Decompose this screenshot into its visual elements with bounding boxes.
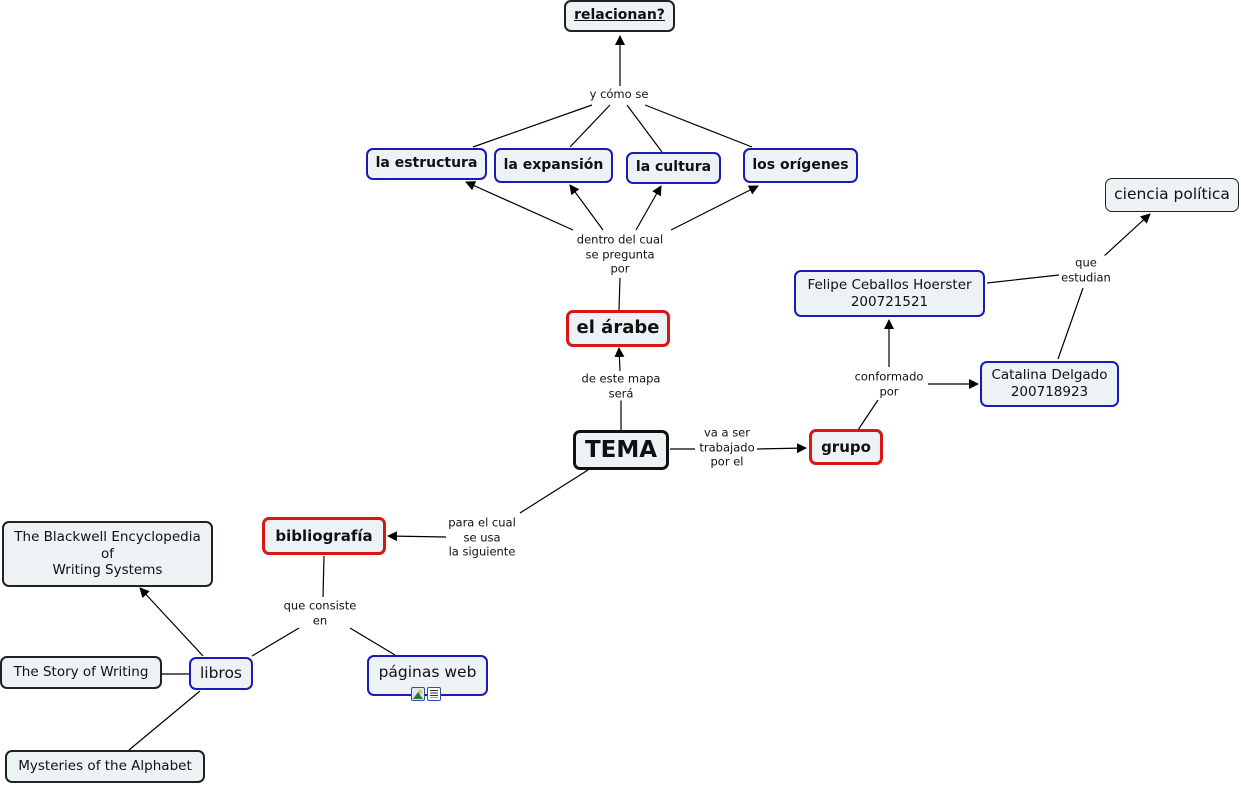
connector-vaaser-grupo — [756, 443, 807, 454]
node-blackwell-line2: of — [100, 545, 114, 562]
node-catalina-id: 200718923 — [1010, 384, 1089, 400]
link-dentro-del-cual: dentro del cual se pregunta por — [576, 232, 664, 276]
image-icon[interactable] — [411, 687, 425, 701]
node-tema[interactable]: TEMA — [573, 430, 669, 470]
link-de-este-mapa: de este mapa será — [581, 371, 661, 401]
connector-origenes-ycomose — [644, 104, 753, 148]
connector-paraelcual-bibliografia — [387, 531, 447, 542]
node-relacionan[interactable]: relacionan? — [564, 0, 675, 32]
connector-dentro-cultura — [635, 185, 662, 231]
link-y-como-se: y cómo se — [589, 86, 649, 102]
connector-dentro-estructura — [465, 181, 574, 231]
node-catalina-name: Catalina Delgado — [991, 367, 1108, 384]
node-bibliografia-label: bibliografía — [275, 526, 373, 545]
node-felipe-id: 200721521 — [850, 293, 929, 310]
connector-tema-paraelcual — [519, 469, 589, 514]
node-grupo-label: grupo — [821, 437, 871, 456]
node-la-expansion[interactable]: la expansión — [494, 148, 613, 183]
link-para-el-cual: para el cual se usa la siguiente — [448, 515, 516, 559]
connector-dentro-origenes — [670, 185, 759, 231]
link-que-consiste-en: que consiste en — [283, 598, 357, 628]
node-mysteries-label: Mysteries of the Alphabet — [18, 758, 192, 775]
connector-queestudian-ciencia — [1102, 213, 1151, 258]
node-relacionan-label: relacionan? — [574, 7, 665, 24]
link-que-estudian: que estudian — [1061, 255, 1111, 285]
node-la-estructura[interactable]: la estructura — [366, 148, 487, 180]
connector-dentro-expansion — [569, 184, 604, 231]
node-catalina-delgado[interactable]: Catalina Delgado 200718923 — [980, 361, 1119, 407]
node-blackwell-line3: Writing Systems — [52, 562, 163, 579]
node-felipe-name: Felipe Ceballos Hoerster — [807, 276, 972, 293]
node-el-arabe-label: el árabe — [576, 317, 660, 339]
connector-cultura-ycomose — [626, 104, 663, 153]
connector-felipe-queestudian — [986, 274, 1060, 284]
node-bibliografia[interactable]: bibliografía — [262, 517, 386, 555]
connector-expansion-ycomose — [569, 104, 611, 148]
node-tema-label: TEMA — [584, 436, 658, 463]
node-blackwell-encyclopedia[interactable]: The Blackwell Encyclopedia of Writing Sy… — [2, 521, 213, 587]
node-grupo[interactable]: grupo — [809, 429, 883, 465]
node-paginas-label: páginas web — [378, 662, 477, 681]
node-los-origenes[interactable]: los orígenes — [743, 148, 858, 183]
node-paginas-web[interactable]: páginas web — [367, 655, 488, 696]
connector-catalina-queestudian — [1057, 287, 1084, 360]
node-story-of-writing[interactable]: The Story of Writing — [0, 656, 162, 689]
connector-arabe-dentro — [618, 277, 621, 311]
document-icon[interactable] — [427, 687, 441, 701]
node-la-estructura-label: la estructura — [375, 155, 478, 172]
connector-bibliografia-queconsiste — [322, 555, 325, 598]
link-conformado-por: conformado por — [854, 369, 924, 399]
connector-queconsiste-paginas — [349, 627, 396, 656]
node-los-origenes-label: los orígenes — [752, 156, 849, 173]
node-libros-label: libros — [199, 663, 243, 682]
connector-grupo-conformado — [857, 399, 879, 431]
node-la-cultura-label: la cultura — [635, 159, 712, 176]
link-va-a-ser: va a ser trabajado por el — [699, 425, 755, 469]
connector-libros-mysteries — [128, 690, 201, 751]
node-la-cultura[interactable]: la cultura — [626, 152, 721, 184]
node-story-label: The Story of Writing — [13, 664, 149, 681]
node-el-arabe[interactable]: el árabe — [566, 310, 670, 347]
connector-demapa-arabe — [614, 347, 625, 372]
paginas-web-resource-icons — [411, 687, 441, 701]
node-libros[interactable]: libros — [189, 657, 253, 690]
node-mysteries-alphabet[interactable]: Mysteries of the Alphabet — [5, 750, 205, 783]
node-la-expansion-label: la expansión — [503, 156, 604, 173]
connector-queconsiste-libros — [251, 627, 300, 657]
node-blackwell-line1: The Blackwell Encyclopedia — [14, 528, 201, 545]
node-ciencia-politica[interactable]: ciencia política — [1105, 178, 1239, 212]
connector-estructura-ycomose — [472, 104, 593, 148]
connector-libros-blackwell — [139, 587, 204, 657]
node-ciencia-label: ciencia política — [1114, 185, 1230, 204]
node-felipe-ceballos[interactable]: Felipe Ceballos Hoerster 200721521 — [794, 270, 985, 317]
